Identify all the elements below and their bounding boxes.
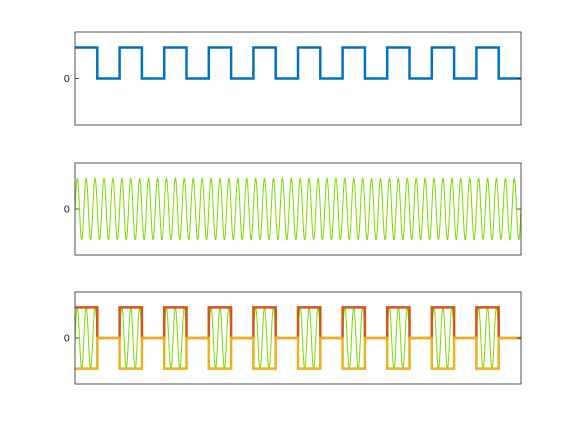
subplot-1: 0 <box>64 31 522 126</box>
series-line-3 <box>75 336 521 370</box>
y-tick-label: 0 <box>64 74 70 85</box>
series-line-1 <box>75 177 521 241</box>
y-tick-label: 0 <box>64 205 70 216</box>
y-tick-label: 0 <box>64 334 70 345</box>
subplot-2: 0 <box>64 162 522 256</box>
series-group <box>75 46 521 80</box>
subplot-3: 0 <box>64 291 522 385</box>
series-group <box>75 306 521 370</box>
series-group <box>75 177 521 241</box>
series-line-1 <box>75 46 521 80</box>
series-line-2 <box>75 306 521 340</box>
